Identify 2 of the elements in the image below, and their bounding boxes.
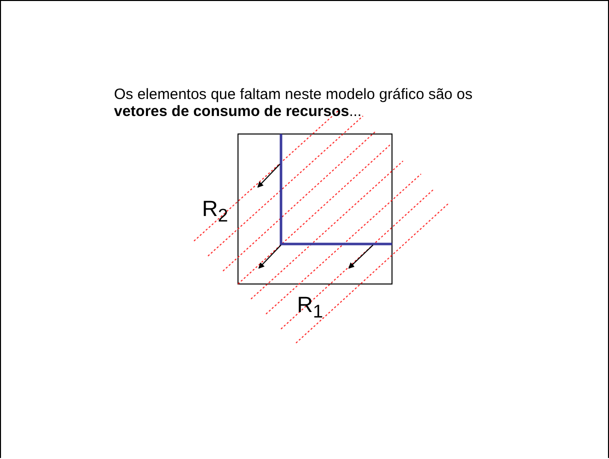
note-text: Os elementos que faltam neste modelo gráfico são os vetores de consumo de recursos... bbox=[114, 87, 474, 120]
axis-label: R$_{1}$ bbox=[297, 293, 324, 322]
